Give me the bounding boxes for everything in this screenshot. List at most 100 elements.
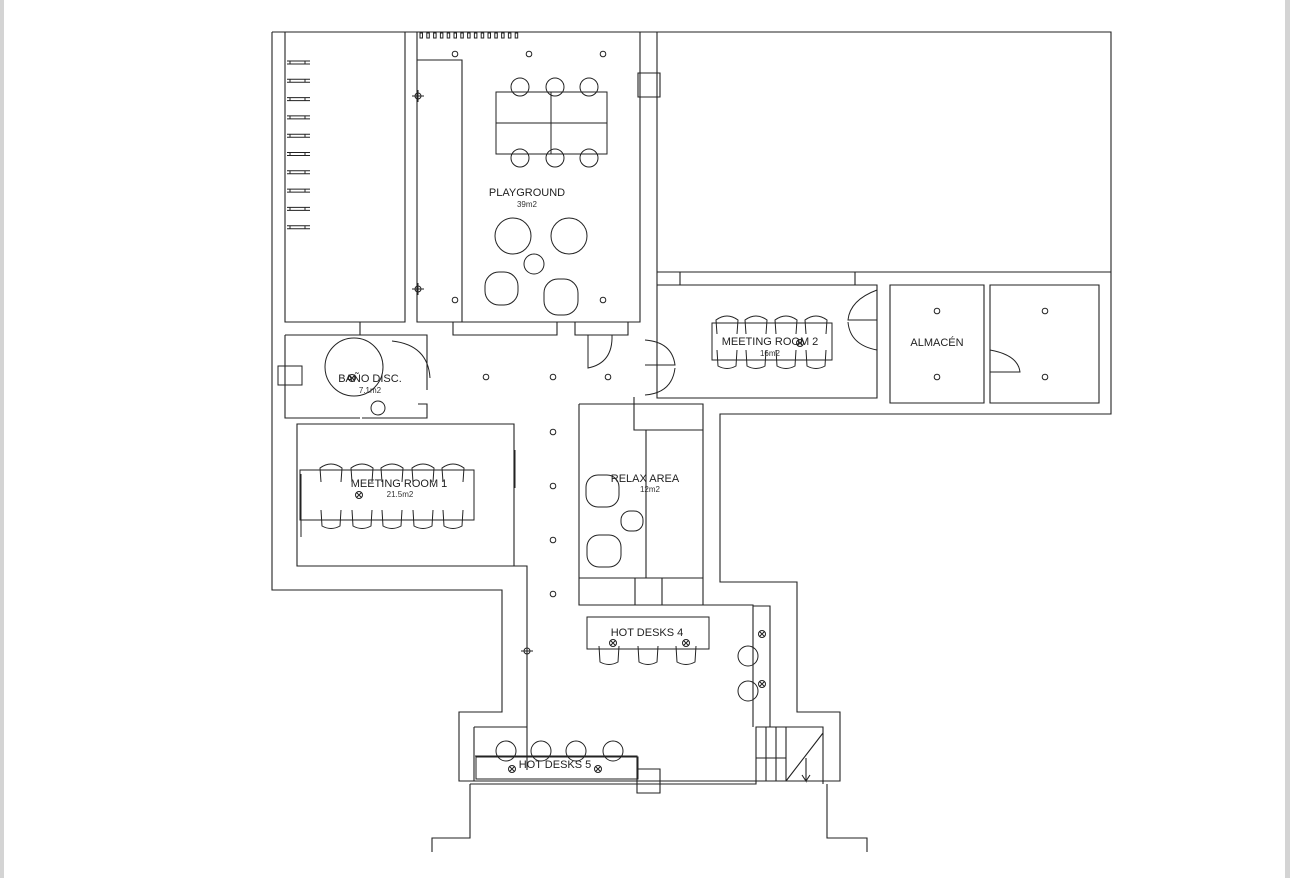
- socket-icon-cross: [349, 375, 355, 381]
- chair: [319, 463, 343, 483]
- radiator-fin: [494, 32, 498, 39]
- pouf: [585, 474, 620, 508]
- shelf-bracket: [287, 170, 310, 175]
- stool: [510, 77, 530, 97]
- chair: [380, 463, 404, 483]
- room-label-almacen: ALMACÉN: [910, 336, 963, 349]
- pouf: [543, 278, 579, 316]
- pouf: [523, 253, 545, 275]
- ceiling-light-icon: [933, 373, 941, 381]
- pouf: [494, 217, 532, 255]
- ceiling-light-icon: [1041, 307, 1049, 315]
- pouf: [620, 510, 644, 532]
- radiator-fin: [439, 32, 444, 39]
- meeting-room-2-table: [711, 322, 833, 361]
- column-marker-cross: [412, 283, 424, 295]
- page-edge-right: [1285, 0, 1290, 878]
- chair: [804, 315, 828, 335]
- hot-desks-4-table: [586, 616, 710, 650]
- room-label-bano: BAÑO DISC.: [338, 372, 402, 385]
- chair: [351, 509, 373, 529]
- chair: [320, 509, 342, 529]
- ceiling-light-icon: [549, 590, 557, 598]
- socket-icon-cross: [683, 640, 689, 646]
- stool: [579, 148, 599, 168]
- radiator-fin: [433, 32, 437, 39]
- chair: [675, 645, 697, 665]
- radiator-fin: [480, 32, 485, 39]
- shelf-bracket: [287, 78, 310, 83]
- room-label-hot-desks-4: HOT DESKS 4: [611, 627, 684, 639]
- socket-icon-cross: [610, 640, 616, 646]
- ceiling-light-icon: [599, 50, 607, 58]
- chair: [412, 509, 434, 529]
- column-marker-cross: [521, 645, 533, 657]
- room-area-relax: 12m2: [640, 485, 661, 494]
- ceiling-light-icon: [1041, 373, 1049, 381]
- wall-panel: [300, 450, 516, 537]
- chair: [774, 315, 798, 335]
- shelf-bracket: [287, 206, 310, 211]
- ceiling-light-icon: [549, 373, 557, 381]
- room-area-meeting-1: 21.5m2: [387, 490, 414, 499]
- radiator-fin: [487, 32, 491, 39]
- ceiling-light-icon: [451, 50, 459, 58]
- stool: [530, 740, 552, 762]
- ceiling-light-icon: [451, 296, 459, 304]
- hot-desks-5-table: [475, 756, 639, 780]
- radiator-fin: [453, 32, 457, 39]
- stool: [565, 740, 587, 762]
- radiator-fin: [514, 32, 519, 39]
- stool: [602, 740, 624, 762]
- room-label-meeting-1: MEETING ROOM 1: [351, 478, 448, 490]
- chair: [381, 509, 403, 529]
- chair: [805, 349, 827, 369]
- radiator-fin: [467, 32, 471, 39]
- radiator-fin: [426, 32, 430, 39]
- socket-icon: [508, 765, 516, 773]
- radiator-fin: [419, 32, 423, 39]
- socket-icon: [355, 491, 363, 499]
- stool: [737, 645, 759, 667]
- socket-icon: [758, 680, 766, 688]
- radiator-fin: [473, 32, 478, 39]
- room-label-relax: RELAX AREA: [611, 473, 680, 485]
- room-label-hot-desks-5: HOT DESKS 5: [519, 759, 592, 771]
- room-area-playground: 39m2: [517, 200, 538, 209]
- meeting-room-1-table: [299, 469, 475, 521]
- room-label-meeting-2: MEETING ROOM 2: [722, 336, 819, 348]
- socket-icon: [758, 630, 766, 638]
- chair: [637, 645, 659, 665]
- radiator-fin: [507, 32, 512, 39]
- chair: [775, 349, 797, 369]
- shelf-bracket: [287, 152, 310, 156]
- shelf-bracket: [287, 225, 310, 230]
- ceiling-light-icon: [549, 482, 557, 490]
- chair: [442, 509, 464, 529]
- shelf-bracket: [287, 115, 310, 120]
- page-edge-left: [0, 0, 4, 878]
- radiator-fin: [460, 32, 464, 39]
- pouf: [484, 271, 519, 306]
- socket-icon: [609, 639, 617, 647]
- shelf-bracket: [287, 60, 310, 65]
- column-marker-cross: [412, 90, 424, 102]
- chair: [441, 463, 465, 483]
- socket-icon: [796, 339, 804, 347]
- toilet-turning-circle: [324, 337, 384, 397]
- shelf-bracket: [287, 188, 310, 193]
- socket-icon-cross: [759, 631, 765, 637]
- room-area-meeting-2: 16m2: [760, 349, 781, 358]
- socket-icon-cross: [356, 492, 362, 498]
- chair: [350, 463, 374, 483]
- pouf: [550, 217, 588, 255]
- walls: [271, 31, 1112, 852]
- socket-icon: [348, 374, 356, 382]
- stool: [737, 680, 759, 702]
- radiator-fin: [446, 32, 451, 39]
- stool: [545, 148, 565, 168]
- stool: [510, 148, 530, 168]
- socket-icon-cross: [797, 340, 803, 346]
- ceiling-light-icon: [604, 373, 612, 381]
- ceiling-light-icon: [482, 373, 490, 381]
